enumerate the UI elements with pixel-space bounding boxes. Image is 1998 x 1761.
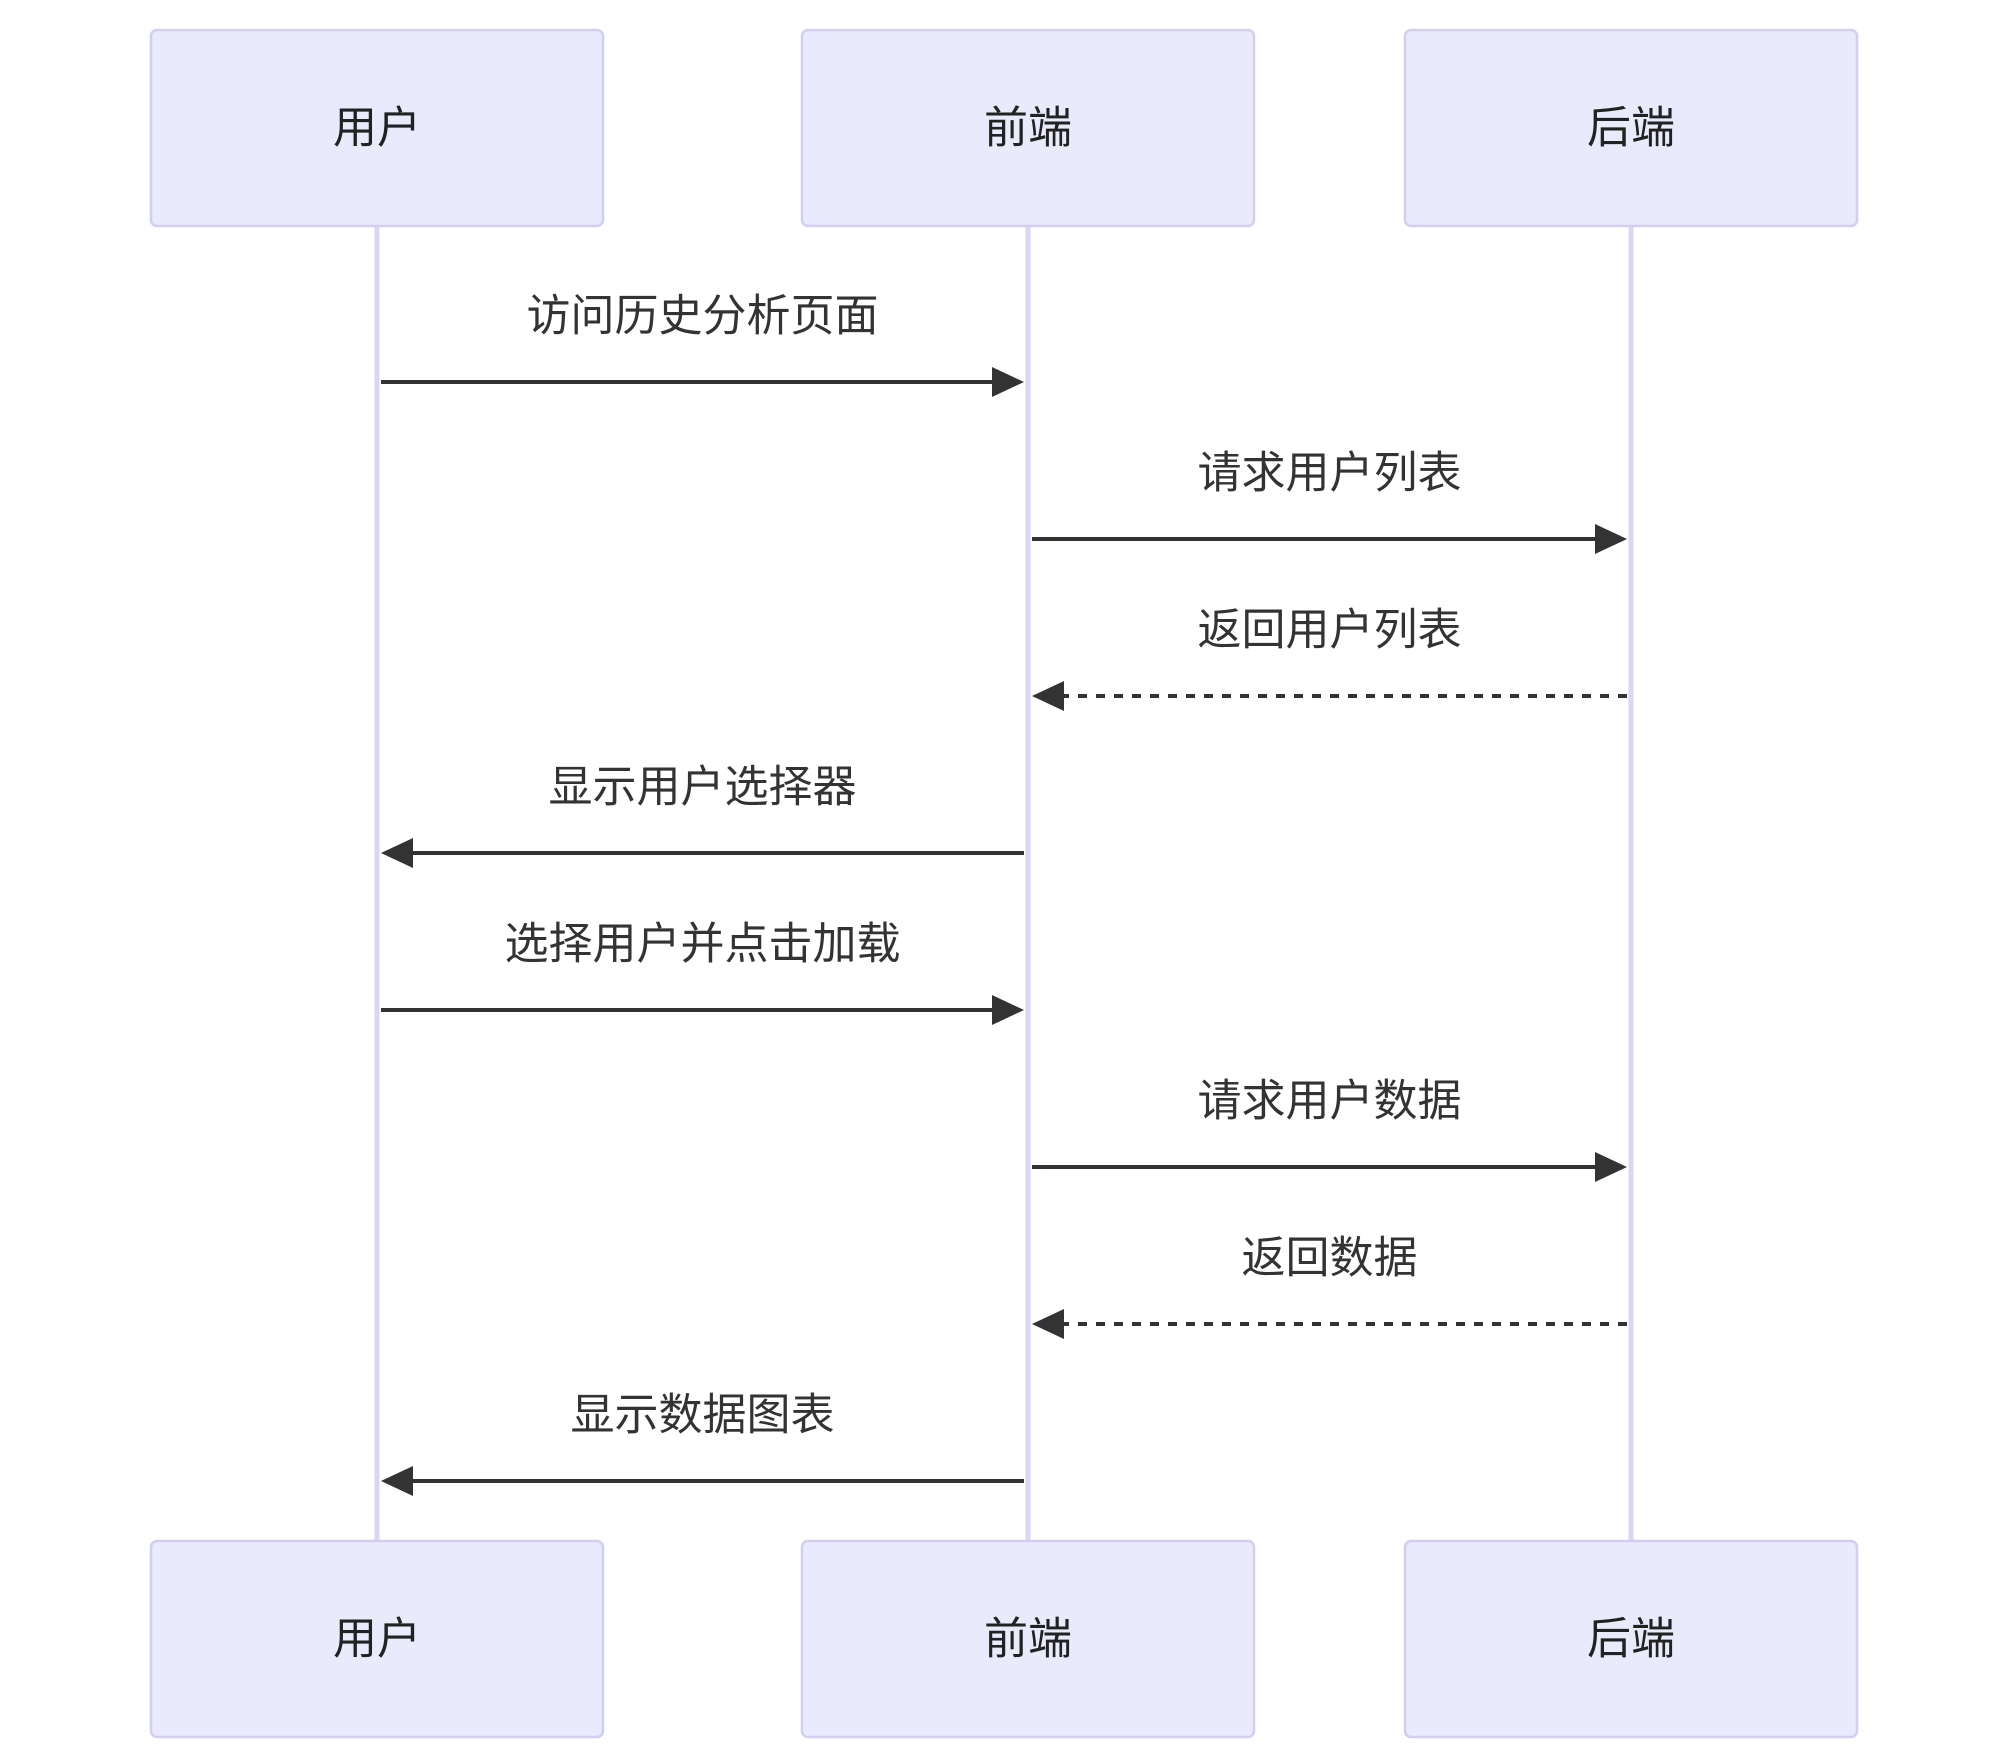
arrow-head-icon (992, 995, 1024, 1025)
message-label: 访问历史分析页面 (527, 291, 879, 342)
actor-label: 用户 (333, 1614, 421, 1665)
message-label: 请求用户列表 (1198, 448, 1462, 499)
message-label: 请求用户数据 (1198, 1076, 1462, 1127)
actor-top-user: 用户 (149, 28, 605, 228)
message-label: 显示用户选择器 (549, 762, 857, 813)
messages: 访问历史分析页面请求用户列表返回用户列表显示用户选择器选择用户并点击加载请求用户… (381, 291, 1627, 1496)
actor-label: 前端 (984, 1614, 1072, 1665)
arrow-head-icon (1032, 1309, 1064, 1339)
actor-bottom-user: 用户 (149, 1539, 605, 1739)
arrow-head-icon (381, 838, 413, 868)
message-6: 请求用户数据 (1032, 1076, 1627, 1182)
message-3: 返回用户列表 (1032, 605, 1627, 711)
arrow-head-icon (992, 367, 1024, 397)
message-label: 返回数据 (1242, 1233, 1418, 1284)
actor-top-backend: 后端 (1403, 28, 1859, 228)
lifelines (374, 226, 1634, 1541)
arrow-head-icon (1032, 681, 1064, 711)
message-8: 显示数据图表 (381, 1390, 1024, 1496)
message-label: 返回用户列表 (1198, 605, 1462, 656)
arrow-head-icon (1595, 524, 1627, 554)
actor-top-frontend: 前端 (800, 28, 1256, 228)
actor-label: 用户 (333, 103, 421, 154)
message-label: 显示数据图表 (571, 1390, 835, 1441)
message-4: 显示用户选择器 (381, 762, 1024, 868)
arrow-head-icon (1595, 1152, 1627, 1182)
message-7: 返回数据 (1032, 1233, 1627, 1339)
message-label: 选择用户并点击加载 (505, 919, 901, 970)
actor-bottom-backend: 后端 (1403, 1539, 1859, 1739)
actor-label: 后端 (1587, 103, 1675, 154)
arrow-head-icon (381, 1466, 413, 1496)
message-5: 选择用户并点击加载 (381, 919, 1024, 1025)
actor-label: 后端 (1587, 1614, 1675, 1665)
message-2: 请求用户列表 (1032, 448, 1627, 554)
actor-label: 前端 (984, 103, 1072, 154)
actor-bottom-frontend: 前端 (800, 1539, 1256, 1739)
message-1: 访问历史分析页面 (381, 291, 1024, 397)
